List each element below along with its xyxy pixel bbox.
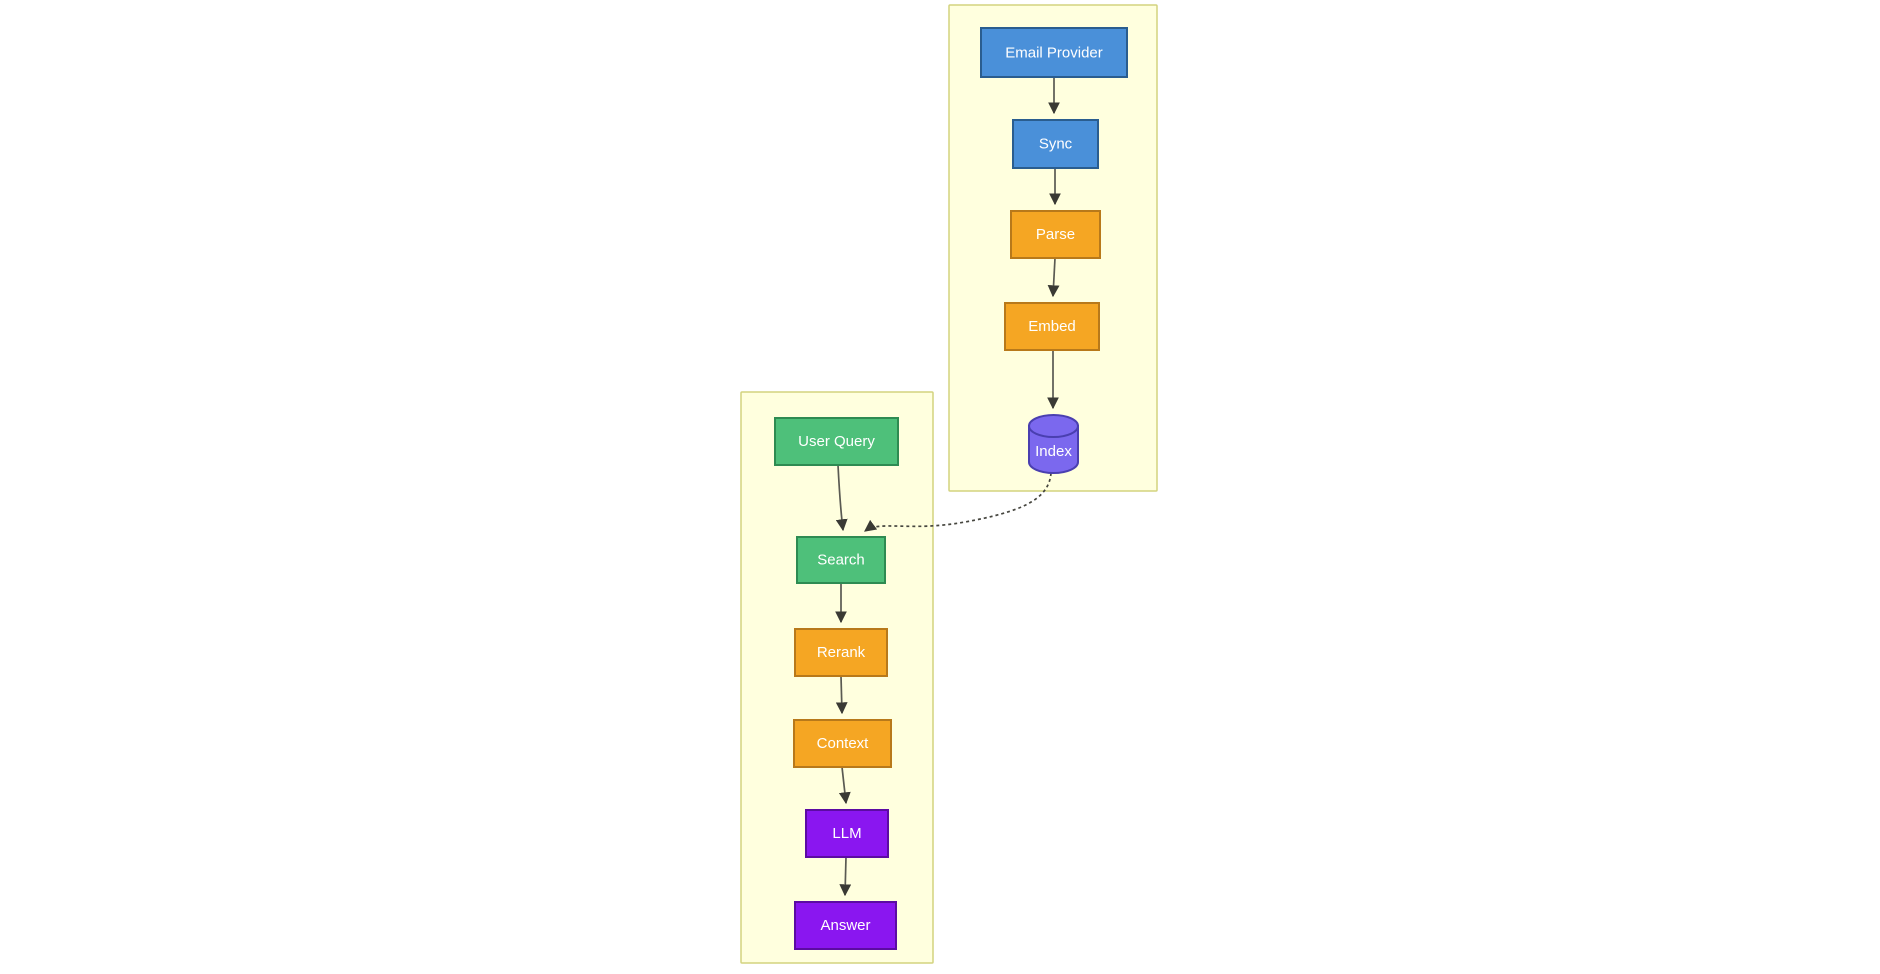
- node-sync[interactable]: Sync: [1012, 119, 1099, 169]
- edge-index-to-search: [864, 472, 1052, 532]
- node-context-shape[interactable]: [793, 719, 892, 768]
- node-index[interactable]: Index: [1028, 414, 1079, 474]
- node-answer[interactable]: Answer: [794, 901, 897, 950]
- edges-group: [835, 77, 1061, 897]
- node-rerank[interactable]: Rerank: [794, 628, 888, 677]
- edge-context-to-llm: [838, 766, 851, 805]
- node-llm[interactable]: LLM: [805, 809, 889, 858]
- node-user-query[interactable]: User Query: [774, 417, 899, 466]
- database-cylinder-top-icon: [1028, 414, 1079, 438]
- edge-rerank-to-context: [835, 675, 848, 715]
- node-parse-shape[interactable]: [1010, 210, 1101, 259]
- database-cylinder-icon[interactable]: [1028, 425, 1079, 474]
- node-rerank-shape[interactable]: [794, 628, 888, 677]
- edge-user-query-to-search: [835, 464, 848, 532]
- node-embed[interactable]: Embed: [1004, 302, 1100, 351]
- node-email-provider[interactable]: Email Provider: [980, 27, 1128, 78]
- node-sync-shape[interactable]: [1012, 119, 1099, 169]
- node-user-query-shape[interactable]: [774, 417, 899, 466]
- node-answer-shape[interactable]: [794, 901, 897, 950]
- node-email-provider-shape[interactable]: [980, 27, 1128, 78]
- cluster-query: [740, 391, 934, 964]
- node-llm-shape[interactable]: [805, 809, 889, 858]
- edge-parse-to-embed: [1047, 257, 1060, 298]
- edge-llm-to-answer: [839, 856, 852, 897]
- node-embed-shape[interactable]: [1004, 302, 1100, 351]
- node-context[interactable]: Context: [793, 719, 892, 768]
- node-search-shape[interactable]: [796, 536, 886, 584]
- node-parse[interactable]: Parse: [1010, 210, 1101, 259]
- node-search[interactable]: Search: [796, 536, 886, 584]
